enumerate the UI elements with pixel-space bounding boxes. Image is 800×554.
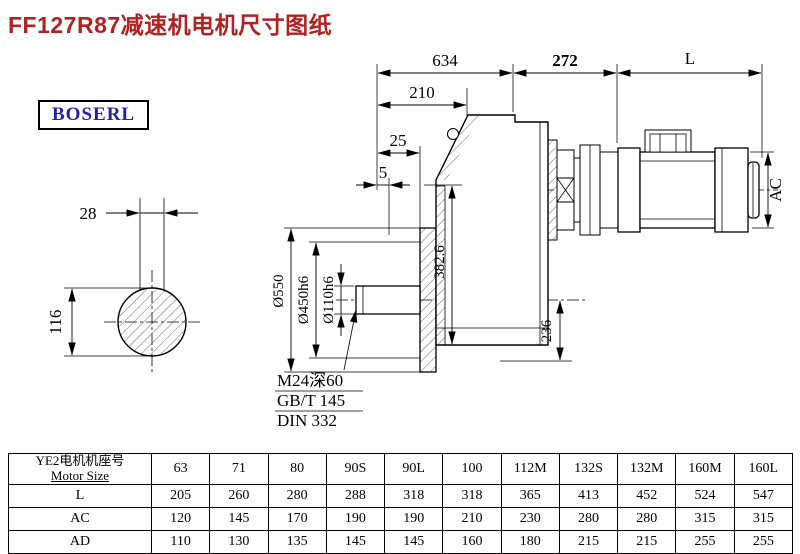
- table-cell: 452: [617, 484, 677, 508]
- size-header-cell: 90L: [384, 453, 444, 485]
- table-cell: 205: [150, 484, 211, 508]
- shaft-thread-note: M24深60 GB/T 145 DIN 332: [275, 309, 363, 430]
- gearbox-body: [355, 114, 549, 373]
- page-title: FF127R87减速机电机尺寸图纸: [8, 12, 333, 38]
- size-header-cell: 80: [267, 453, 327, 485]
- size-header-cell: 160L: [733, 453, 794, 485]
- table-cell: 524: [675, 484, 735, 508]
- table-cell: 315: [733, 507, 794, 531]
- shaft-section-detail: 28 116: [46, 198, 198, 357]
- table-cell: 230: [500, 507, 560, 531]
- table-cell: 145: [325, 530, 386, 554]
- table-cell: 365: [500, 484, 560, 508]
- standard-din-label: DIN 332: [277, 411, 337, 430]
- output-shaft: [355, 285, 421, 315]
- technical-drawing: 28 116: [46, 49, 785, 430]
- dim-5-label: 5: [379, 163, 388, 182]
- table-cell: 280: [558, 507, 619, 531]
- table-cell: 315: [675, 507, 735, 531]
- table-cell: 215: [617, 530, 677, 554]
- dim-550-label: Ø550: [271, 274, 287, 307]
- row-label-cell: L: [8, 484, 152, 508]
- table-cell: 318: [442, 484, 502, 508]
- dim-236-label: 236: [539, 319, 555, 342]
- dim-272-label: 272: [552, 51, 578, 70]
- table-cell: 280: [267, 484, 327, 508]
- table-cell: 145: [384, 530, 444, 554]
- table-cell: 145: [209, 507, 269, 531]
- left-dimensions: 210 25 5: [356, 83, 468, 235]
- dim-25-label: 25: [390, 131, 407, 150]
- table-cell: 120: [150, 507, 211, 531]
- dim-L-label: L: [685, 49, 695, 68]
- table-cell: 170: [267, 507, 327, 531]
- motor-size-label-cn: YE2电机机座号: [35, 453, 125, 469]
- table-cell: 280: [617, 507, 677, 531]
- dim-116-label: 116: [46, 310, 65, 335]
- size-header-cell: 132S: [558, 453, 619, 485]
- size-header-cell: 132M: [617, 453, 677, 485]
- fan-cover: [714, 147, 749, 233]
- brand-logo: BOSERL: [38, 100, 150, 130]
- dim-634-label: 634: [432, 51, 458, 70]
- size-header-cell: 71: [209, 453, 269, 485]
- table-cell: 318: [384, 484, 444, 508]
- ac-dimension: AC: [750, 151, 785, 229]
- size-header-cell: 160M: [675, 453, 735, 485]
- table-cell: 255: [675, 530, 735, 554]
- diameter-dimensions: Ø550 Ø450h6 Ø110h6 382.6 236: [271, 184, 572, 373]
- table-cell: 110: [150, 530, 211, 554]
- dim-450-label: Ø450h6: [296, 275, 312, 324]
- dim-110-label: Ø110h6: [321, 276, 337, 324]
- thread-spec-label: M24深60: [277, 371, 343, 390]
- table-cell: 180: [500, 530, 560, 554]
- table-cell: 413: [558, 484, 619, 508]
- table-cell: 260: [209, 484, 269, 508]
- dim-AC-label: AC: [766, 178, 785, 202]
- size-header-cell: 90S: [325, 453, 386, 485]
- motor: [617, 129, 760, 233]
- size-header-cell: 112M: [500, 453, 560, 485]
- size-header-cell: 100: [442, 453, 502, 485]
- bolt-hole: [447, 128, 459, 140]
- table-cell: 215: [558, 530, 619, 554]
- dim-210-label: 210: [409, 83, 435, 102]
- motor-size-label-en: Motor Size: [50, 468, 110, 483]
- dim-382-label: 382.6: [432, 245, 448, 279]
- table-cell: 210: [442, 507, 502, 531]
- size-header-cell: 63: [150, 453, 211, 485]
- table-cell: 190: [325, 507, 386, 531]
- table-cell: 547: [733, 484, 794, 508]
- table-cell: 160: [442, 530, 502, 554]
- top-dimensions: 634 272 L: [376, 49, 763, 190]
- row-label-cell: AD: [8, 530, 152, 554]
- table-cell: 135: [267, 530, 327, 554]
- table-cell: 190: [384, 507, 444, 531]
- row-label-cell: AC: [8, 507, 152, 531]
- dim-28-label: 28: [80, 204, 97, 223]
- table-cell: 288: [325, 484, 386, 508]
- table-cell: 255: [733, 530, 794, 554]
- standard-gb-label: GB/T 145: [277, 391, 345, 410]
- motor-adapter: [547, 139, 619, 241]
- table-cell: 130: [209, 530, 269, 554]
